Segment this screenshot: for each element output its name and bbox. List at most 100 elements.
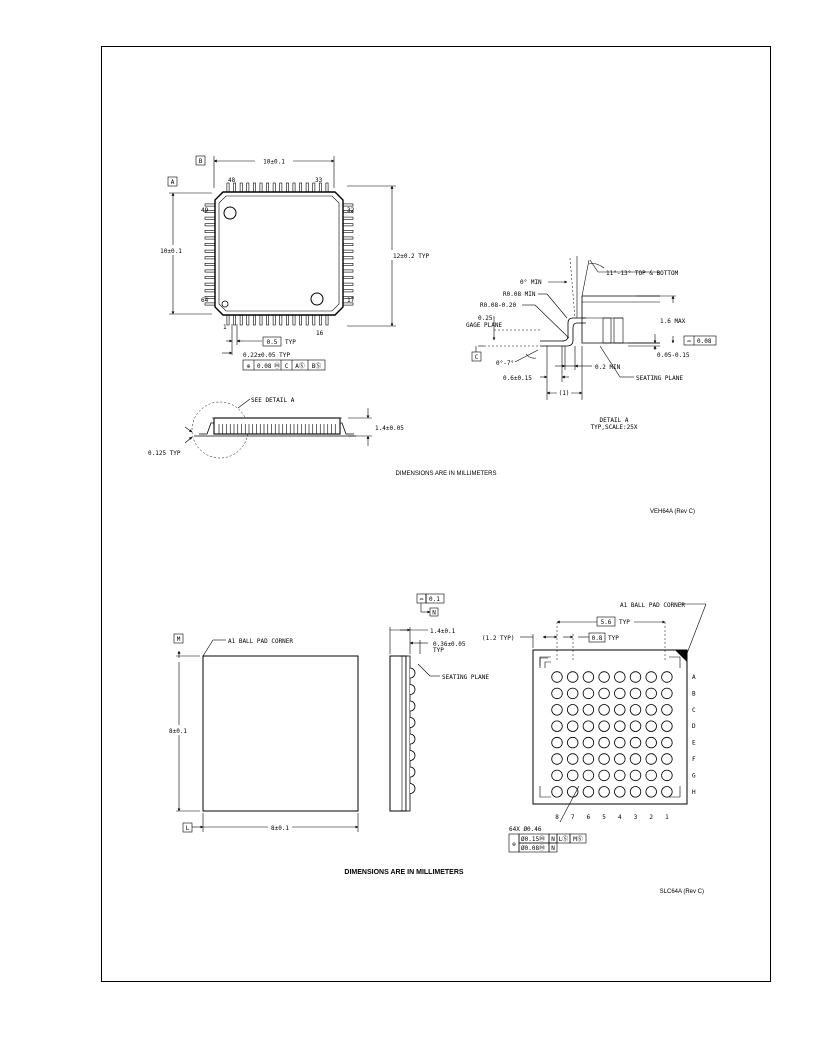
bga-pitch-value: 0.8	[592, 635, 603, 642]
side-ball	[409, 733, 416, 745]
bga-ball	[661, 736, 673, 749]
bga-ball	[567, 671, 579, 683]
bga-ball	[551, 720, 563, 732]
pin-16: 16	[316, 330, 324, 337]
bga-ball	[614, 704, 626, 716]
page-frame	[101, 46, 771, 982]
fcf-tolerance: 0.08	[257, 363, 272, 370]
bga-height-dim: 8±0.1	[169, 728, 187, 735]
gage-plane-label: GAGE PLANE	[466, 322, 503, 329]
bga-ball	[598, 687, 610, 700]
bga-ball	[551, 704, 563, 716]
bga-ball	[551, 769, 563, 782]
datum-l-label: L	[186, 825, 190, 832]
tqfp-width-dim: 10±0.1	[263, 159, 285, 166]
angle-0-min: 0° MIN	[520, 279, 542, 286]
tqfp-side-view: SEE DETAIL A 1.4±0.05 0.125 TYP	[148, 397, 404, 459]
bga-ball	[598, 736, 610, 749]
tqfp-lead-tip-dim: 12±0.2 TYP	[393, 253, 430, 260]
bga-col-label: 5	[602, 814, 606, 821]
bga-fcf-tol1: Ø0.15Ⓜ	[521, 835, 545, 843]
bga-span-value: 5.6	[601, 619, 612, 626]
tqfp-standoff: 0.125 TYP	[148, 450, 181, 457]
datum-n-label: N	[432, 610, 436, 617]
bga-ball	[661, 687, 673, 700]
fcf-modifier: Ⓜ	[274, 362, 280, 370]
bga-ball	[661, 769, 673, 782]
tqfp-height-dim: 10±0.1	[160, 248, 182, 255]
bga-ball	[598, 753, 610, 765]
tqfp-drawing-id: VEH64A (Rev C)	[650, 509, 695, 515]
bga-pitch-suffix: TYP	[608, 635, 619, 642]
side-ball	[409, 667, 416, 679]
side-ball	[409, 783, 416, 794]
tqfp-pitch-value: 0.5	[267, 339, 278, 346]
radius-min: R0.08 MIN	[503, 291, 536, 298]
bga-ball	[582, 704, 595, 716]
fcf-datum-a: AⓈ	[295, 362, 305, 370]
tqfp-dimensions-note: DIMENSIONS ARE IN MILLIMETERS	[395, 471, 496, 477]
tqfp-position-fcf: ⊕ 0.08 Ⓜ C AⓈ BⓈ	[242, 359, 326, 371]
foot-angle: 0°-7°	[496, 360, 514, 367]
bga-col-label: 8	[555, 814, 559, 821]
bga-ball	[567, 687, 579, 700]
bga-ball	[551, 753, 563, 765]
fcf-datum-b: BⓈ	[312, 362, 322, 370]
fcf-position-icon: ⊕	[247, 363, 251, 370]
tqfp-top-view: B 10±0.1 A 10±0.1 12±0.2 TYP 48 33 49	[153, 155, 438, 371]
bga-ball	[614, 753, 626, 765]
bga-a1-corner-right: A1 BALL PAD CORNER	[620, 602, 685, 609]
bga-ball-height-suffix: TYP	[433, 647, 444, 654]
bga-fcf-tol2-n: N	[551, 845, 555, 852]
pin-1: 1	[223, 324, 227, 331]
detail-flatness-icon: ⌓	[687, 338, 691, 345]
bga-row-label: F	[692, 756, 696, 763]
bga-ball	[614, 720, 626, 732]
bga-ball	[629, 704, 642, 716]
bga-row-label: E	[692, 740, 696, 747]
bga-col-label: 1	[665, 814, 669, 821]
bga-side-balls	[409, 667, 416, 794]
dim-0-2-min: 0.2 MIN	[595, 364, 621, 371]
bga-thickness-dim: 1.4±0.1	[430, 628, 456, 635]
pin-64: 64	[201, 297, 209, 304]
detail-seating-plane: SEATING PLANE	[636, 375, 683, 382]
standoff-range: 0.05-0.15	[657, 352, 690, 359]
bga-ball	[645, 720, 657, 732]
bga-row-label: C	[692, 707, 696, 714]
bga-ball	[629, 671, 642, 683]
bga-side-view: ⌓ 0.1 N 1.4±0.1 0.36±0.05 TYP SEATING PL…	[389, 593, 489, 812]
detail-a: 11°-13° TOP & BOTTOM 0° MIN R0.08 MIN R0…	[466, 256, 717, 431]
bga-ball	[629, 736, 642, 749]
datum-c-label: C	[475, 354, 479, 361]
bga-flatness-icon: ⌓	[420, 596, 424, 603]
bga-ball	[567, 736, 579, 749]
bga-ball	[598, 786, 610, 798]
bga-ball	[614, 671, 626, 683]
side-ball	[409, 717, 416, 728]
pin-17: 17	[347, 297, 355, 304]
see-detail-a: SEE DETAIL A	[251, 397, 295, 404]
fcf-datum-c: C	[285, 363, 289, 370]
bga-span-suffix: TYP	[619, 619, 630, 626]
bga-ball	[582, 753, 595, 765]
radius-range: R0.08-0.20	[480, 302, 517, 309]
bga-ball	[614, 736, 626, 749]
bga-fcf-tol1-m: MⓈ	[573, 835, 583, 843]
datum-m-label: M	[177, 636, 181, 643]
bga-ball-grid	[551, 671, 673, 798]
bga-dimensions-note: DIMENSIONS ARE IN MILLIMETERS	[344, 869, 463, 876]
bga-ball	[582, 687, 595, 700]
detail-height-max: 1.6 MAX	[660, 318, 686, 325]
bga-row-label: H	[692, 789, 696, 796]
bga-position-fcf: ⊕ Ø0.15Ⓜ N LⓈ MⓈ Ø0.08Ⓜ N	[508, 833, 587, 853]
gage-value: 0.25	[478, 315, 493, 322]
bga-seating-plane: SEATING PLANE	[442, 674, 489, 681]
bga-ball	[629, 687, 642, 700]
detail-flatness-value: 0.08	[697, 338, 712, 345]
angle-top-bottom: 11°-13° TOP & BOTTOM	[606, 270, 679, 277]
bga-fcf-tol1-n: N	[551, 836, 555, 843]
